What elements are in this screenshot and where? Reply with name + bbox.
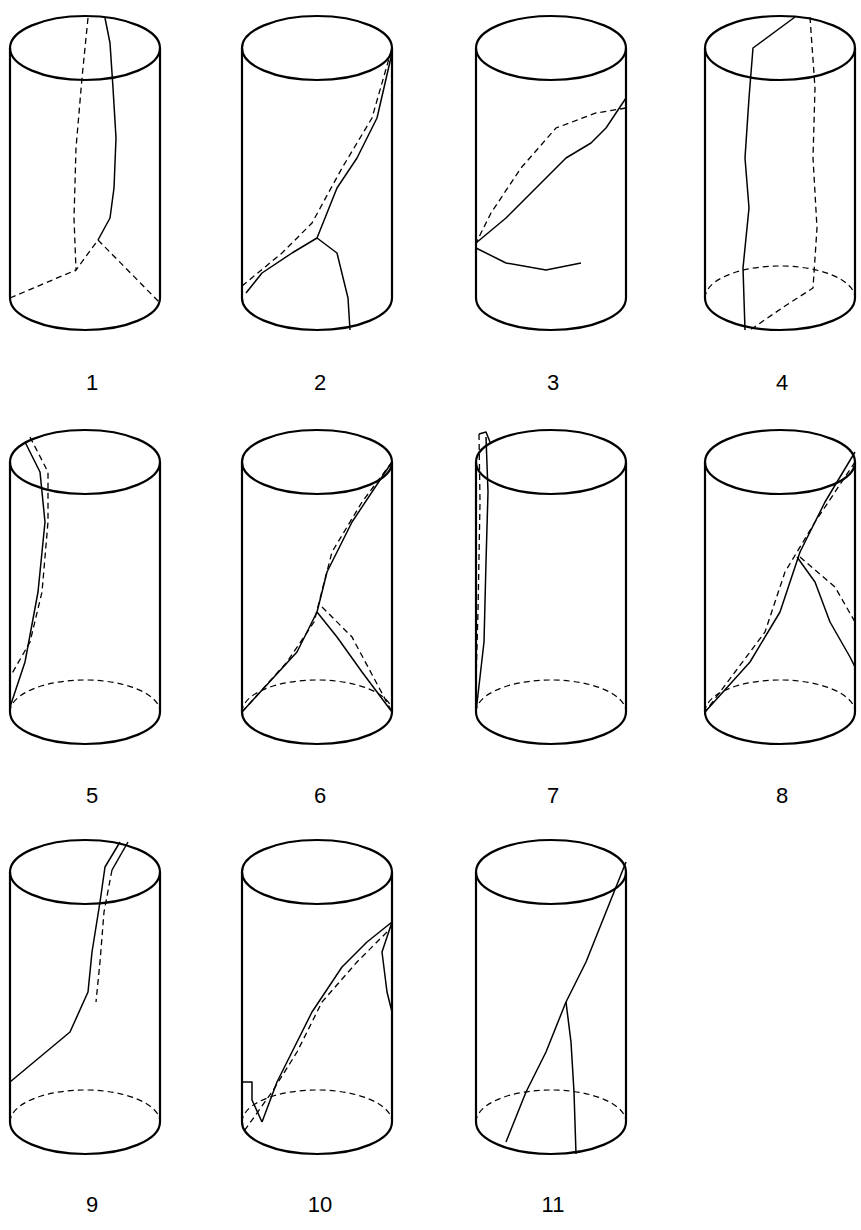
cylinder-side bbox=[476, 872, 626, 1122]
hidden-crack bbox=[705, 462, 855, 712]
cylinder-top bbox=[242, 16, 392, 80]
specimen-cylinder bbox=[10, 16, 160, 330]
crack-line bbox=[317, 612, 392, 712]
specimen-cylinder bbox=[476, 430, 626, 744]
hidden-crack bbox=[242, 462, 392, 712]
hidden-edge bbox=[705, 680, 855, 712]
specimen-cylinder bbox=[705, 430, 855, 744]
cylinder-top bbox=[476, 430, 626, 494]
specimen-cylinder bbox=[242, 430, 392, 744]
hidden-crack bbox=[10, 437, 48, 677]
crack-line bbox=[476, 437, 488, 712]
cylinder-side bbox=[476, 48, 626, 298]
specimen-number: 1 bbox=[86, 370, 98, 396]
cylinder-side bbox=[10, 48, 160, 298]
hidden-edge bbox=[476, 1090, 626, 1122]
cylinder-top bbox=[10, 430, 160, 494]
specimen-cylinder bbox=[476, 16, 626, 330]
specimen-number: 9 bbox=[86, 1192, 98, 1218]
crack-line bbox=[566, 1002, 576, 1154]
specimen-number: 5 bbox=[86, 783, 98, 809]
specimen-cylinder bbox=[10, 840, 160, 1154]
specimen-number: 6 bbox=[314, 783, 326, 809]
hidden-crack bbox=[98, 240, 160, 303]
hidden-crack bbox=[242, 932, 387, 1134]
specimen-number: 2 bbox=[314, 370, 326, 396]
crack-line bbox=[797, 557, 855, 667]
crack-line bbox=[242, 462, 392, 712]
cylinder-side bbox=[10, 462, 160, 712]
crack-line bbox=[242, 1082, 262, 1122]
cylinder-side bbox=[476, 462, 626, 712]
cylinder-bottom bbox=[242, 712, 392, 744]
hidden-crack bbox=[322, 607, 392, 712]
cylinder-top bbox=[10, 840, 160, 904]
specimen-cylinder bbox=[242, 840, 392, 1154]
crack-line bbox=[743, 17, 795, 330]
hidden-edge bbox=[705, 266, 855, 298]
hidden-crack bbox=[800, 557, 855, 622]
specimen-cylinder bbox=[242, 16, 392, 330]
crack-line bbox=[262, 922, 392, 1122]
hidden-edge bbox=[476, 680, 626, 712]
hidden-crack bbox=[476, 434, 480, 682]
hidden-crack bbox=[242, 48, 392, 286]
crack-line bbox=[705, 452, 855, 712]
cylinder-top bbox=[476, 16, 626, 80]
cylinder-top bbox=[705, 16, 855, 80]
specimen-number: 7 bbox=[547, 783, 559, 809]
hidden-edge bbox=[10, 1090, 160, 1122]
specimen-number: 10 bbox=[308, 1192, 332, 1218]
crack-line bbox=[98, 18, 116, 240]
hidden-crack bbox=[96, 870, 112, 1002]
specimen-number: 8 bbox=[776, 783, 788, 809]
cylinder-bottom bbox=[242, 1122, 392, 1154]
hidden-crack bbox=[74, 18, 98, 270]
crack-line bbox=[476, 248, 581, 270]
hidden-edge bbox=[242, 680, 392, 712]
crack-line bbox=[479, 432, 490, 442]
crack-line bbox=[10, 842, 120, 1082]
cylinder-top bbox=[476, 840, 626, 904]
cylinder-top bbox=[242, 840, 392, 904]
cylinder-bottom bbox=[10, 712, 160, 744]
cylinder-bottom bbox=[10, 298, 160, 330]
cylinder-side bbox=[242, 48, 392, 298]
specimen-cylinder bbox=[10, 430, 160, 744]
cylinder-top bbox=[242, 430, 392, 494]
cylinder-bottom bbox=[705, 298, 855, 330]
hidden-crack bbox=[750, 17, 817, 330]
specimen-number: 4 bbox=[776, 370, 788, 396]
crack-line bbox=[112, 842, 128, 870]
specimen-number: 11 bbox=[542, 1192, 565, 1218]
cylinder-bottom bbox=[705, 712, 855, 744]
hidden-crack bbox=[10, 270, 76, 298]
cylinder-bottom bbox=[476, 712, 626, 744]
crack-line bbox=[476, 98, 626, 243]
crack-line bbox=[246, 53, 392, 293]
specimen-number: 3 bbox=[547, 370, 559, 396]
cylinder-bottom bbox=[10, 1122, 160, 1154]
cylinder-bottom bbox=[476, 298, 626, 330]
hidden-edge bbox=[10, 680, 160, 712]
specimen-cylinder bbox=[476, 840, 626, 1154]
cylinder-top bbox=[705, 430, 855, 494]
crack-line bbox=[317, 238, 350, 330]
specimen-cylinder bbox=[705, 16, 855, 330]
cylinder-bottom bbox=[476, 1122, 626, 1154]
cylinder-side bbox=[705, 462, 855, 712]
hidden-crack bbox=[476, 108, 626, 243]
cylinder-side bbox=[705, 48, 855, 298]
cylinder-side bbox=[242, 462, 392, 712]
cylinder-bottom bbox=[242, 298, 392, 330]
cylinder-side bbox=[242, 872, 392, 1122]
